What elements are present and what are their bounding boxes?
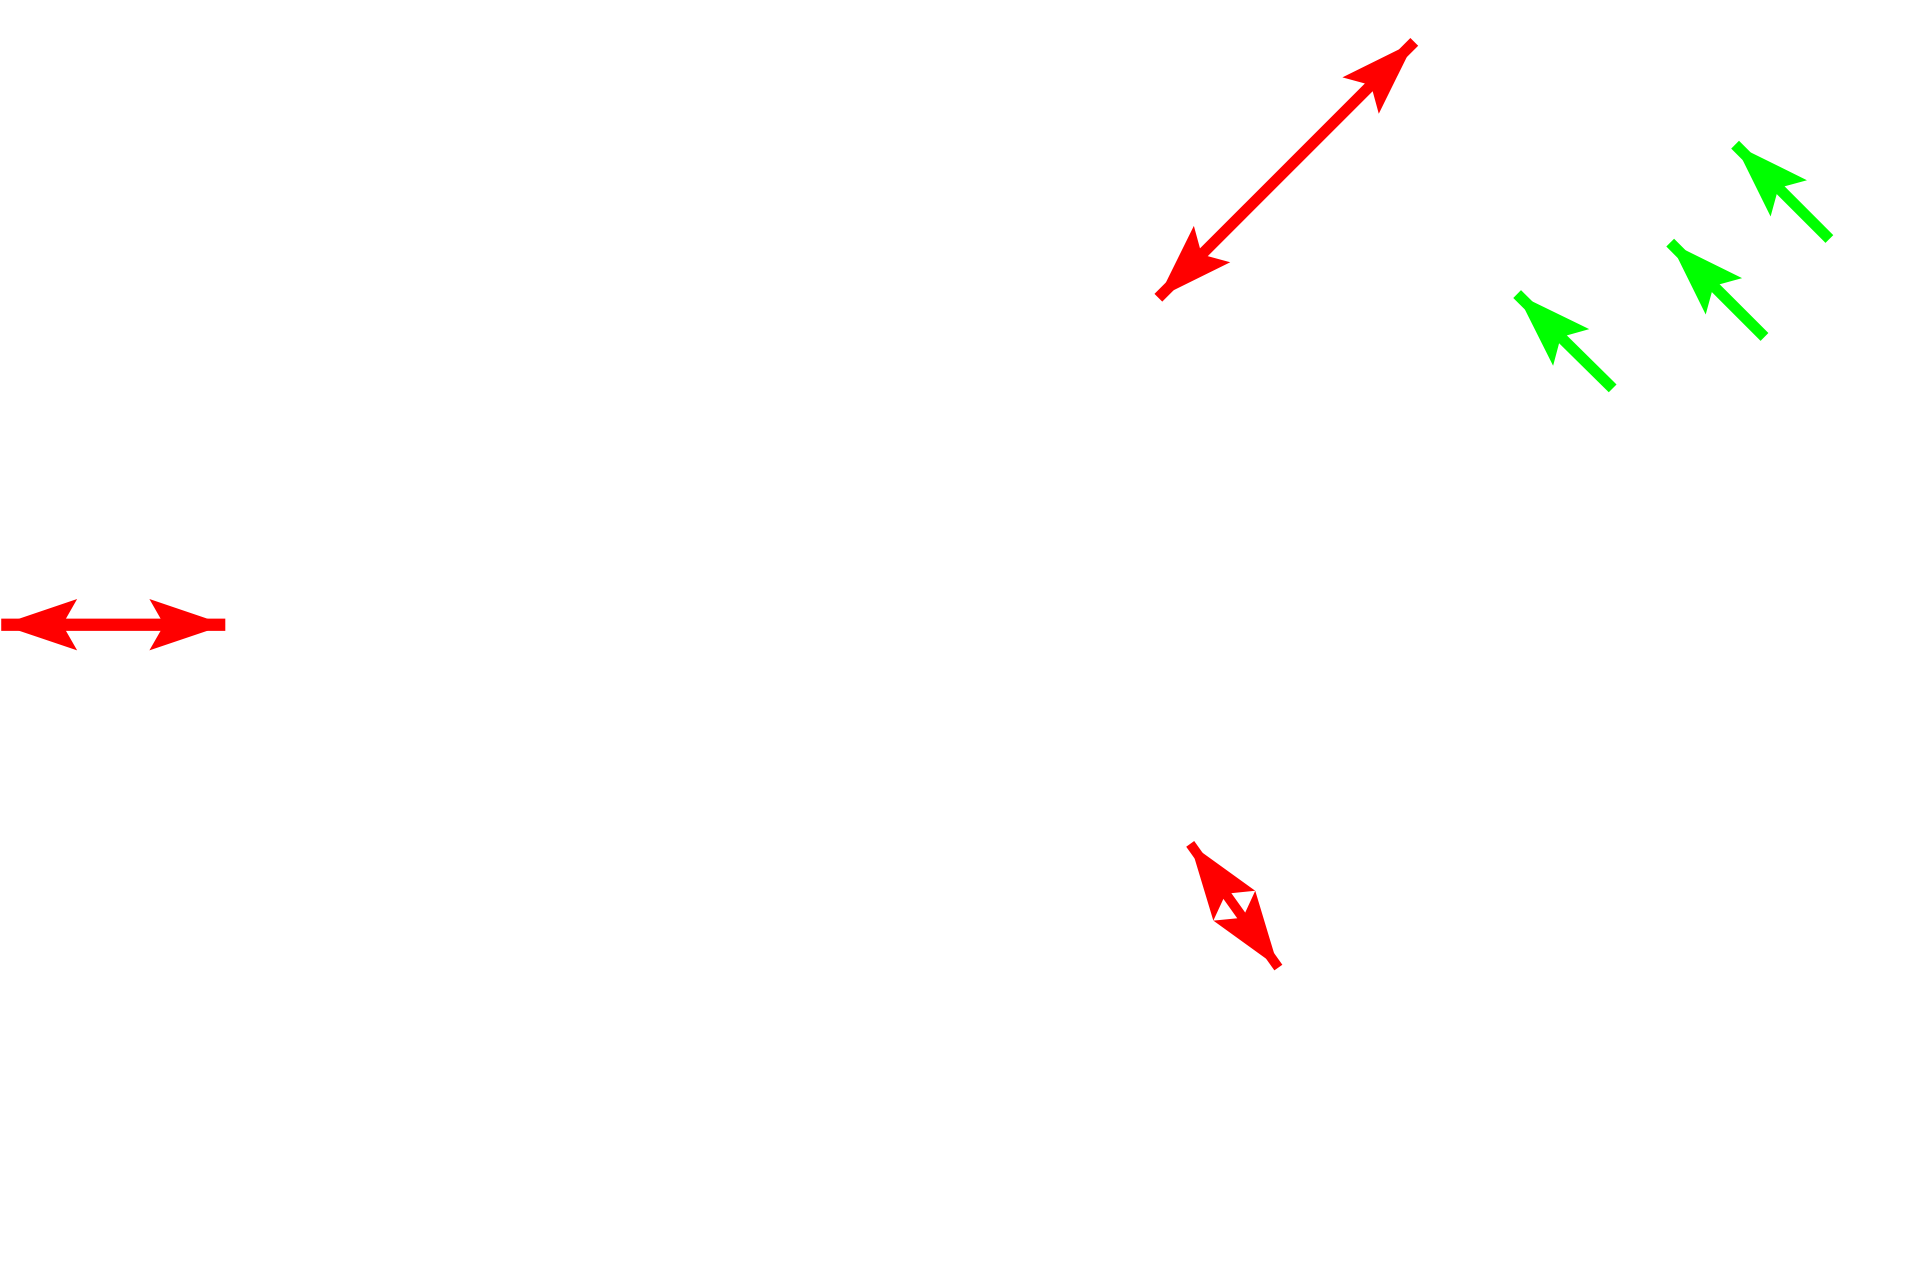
- short-double-arrow: [1186, 841, 1283, 971]
- green-arrow-2: [1666, 238, 1769, 341]
- diagonal-double-arrow: [1154, 37, 1419, 302]
- green-arrow-3: [1513, 290, 1617, 393]
- green-arrow-1: [1731, 140, 1834, 243]
